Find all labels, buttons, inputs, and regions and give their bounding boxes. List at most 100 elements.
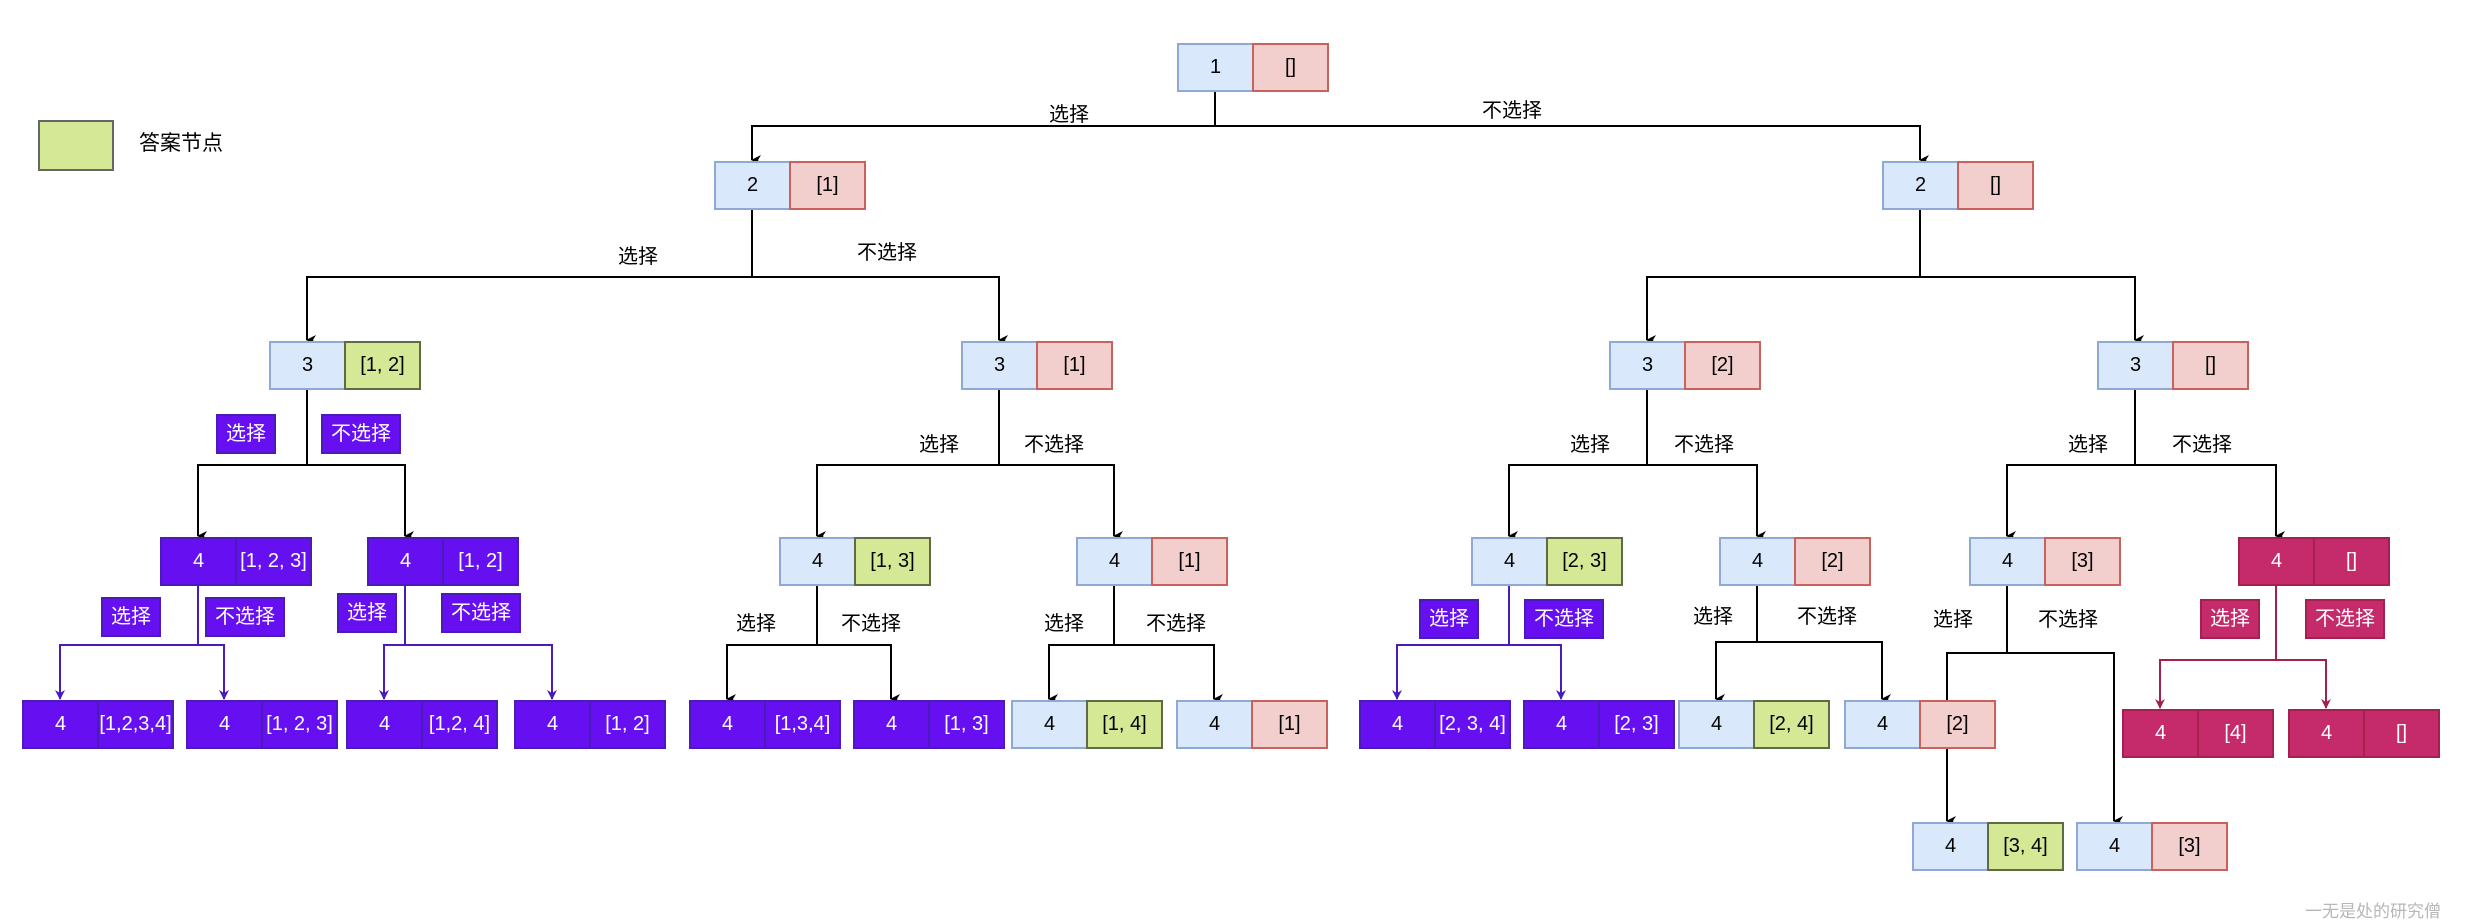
tree-node-pruned: 4[1, 3]	[853, 700, 1005, 749]
edge-label-not-select: 不选择	[1024, 434, 1084, 456]
tree-node: 3[]	[2097, 341, 2249, 390]
node-index: 4	[779, 537, 856, 586]
tree-node: 3[2]	[1609, 341, 1761, 390]
edge-tag-not-select: 不选择	[441, 593, 521, 633]
edge-label-not-select: 不选择	[1797, 606, 1857, 628]
node-path: [1,2,3,4]	[97, 700, 174, 749]
edge-select	[1946, 652, 2007, 826]
tree-node: 1[]	[1177, 43, 1329, 92]
tree-node-pruned: 4[1,2, 4]	[346, 700, 498, 749]
edge-not-select	[999, 464, 1123, 541]
tree-node: 4[3]	[1969, 537, 2121, 586]
edge-label-not-select: 不选择	[2038, 609, 2098, 631]
edge-tag-not-select: 不选择	[321, 414, 401, 454]
node-index: 4	[1471, 537, 1548, 586]
node-index: 4	[1912, 822, 1989, 871]
node-index: 4	[367, 537, 444, 586]
edge-label-select: 选择	[1933, 609, 1973, 631]
node-index: 4	[514, 700, 591, 749]
node-index: 3	[961, 341, 1038, 390]
edge-select	[2155, 659, 2276, 709]
edge-tag-select: 选择	[2200, 599, 2260, 639]
tree-node-pruned: 4[1, 2, 3]	[160, 537, 312, 586]
node-index: 4	[22, 700, 99, 749]
node-index: 2	[714, 161, 791, 210]
node-path: [1, 2]	[589, 700, 666, 749]
edge-select	[55, 644, 198, 700]
edge-not-select	[1114, 644, 1223, 704]
edge-tag-select: 选择	[1419, 599, 1479, 639]
node-path: []	[2172, 341, 2249, 390]
edge-select	[2006, 464, 2135, 541]
tree-node: 4[3]	[2076, 822, 2228, 871]
tree-node-pruned: 4[1, 2, 3]	[186, 700, 338, 749]
node-path: [1, 2]	[442, 537, 519, 586]
node-index: 4	[1678, 700, 1755, 749]
edge-tag-select: 选择	[216, 414, 276, 454]
edge-tag-not-select: 不选择	[1524, 599, 1604, 639]
edge-select	[1646, 276, 1920, 345]
node-path: [2, 3, 4]	[1434, 700, 1511, 749]
edge-label-not-select: 不选择	[1674, 434, 1734, 456]
edge-label-select: 选择	[1044, 613, 1084, 635]
edge-select	[306, 276, 752, 345]
edge-not-select	[817, 644, 900, 704]
tree-node-pruned: 4[1,2,3,4]	[22, 700, 174, 749]
node-path: [2, 4]	[1753, 700, 1830, 749]
legend-answer-swatch	[38, 120, 114, 171]
tree-node: 3[1]	[961, 341, 1113, 390]
edge-not-select	[2135, 464, 2285, 541]
node-path: [1]	[1151, 537, 1228, 586]
edge-not-select	[307, 464, 414, 541]
node-path: [2, 3]	[1598, 700, 1675, 749]
edge-select	[816, 464, 999, 541]
node-path: [1]	[789, 161, 866, 210]
tree-node-pruned: 4[1, 2]	[367, 537, 519, 586]
edge-not-select	[198, 644, 229, 700]
node-path: []	[1252, 43, 1329, 92]
node-index: 4	[160, 537, 237, 586]
node-index: 4	[1523, 700, 1600, 749]
tree-node: 4[2]	[1844, 700, 1996, 749]
edge-label-not-select: 不选择	[2172, 434, 2232, 456]
edge-not-select	[1757, 641, 1891, 704]
node-path: [1, 4]	[1086, 700, 1163, 749]
node-index: 3	[269, 341, 346, 390]
edge-select	[1048, 644, 1114, 704]
tree-node: 4[1]	[1076, 537, 1228, 586]
node-path: [1, 2, 3]	[235, 537, 312, 586]
node-path: [3, 4]	[1987, 822, 2064, 871]
tree-node-pruned: 4[2, 3, 4]	[1359, 700, 1511, 749]
edge-label-not-select: 不选择	[841, 613, 901, 635]
node-index: 4	[346, 700, 423, 749]
edge-label-select: 选择	[736, 613, 776, 635]
tree-node-pruned: 4[1,3,4]	[689, 700, 841, 749]
edge-select	[379, 644, 405, 700]
node-path: [2]	[1684, 341, 1761, 390]
edge-select	[751, 125, 1215, 165]
edge-tag-not-select: 不选择	[205, 597, 285, 637]
tree-node-answer: 3[1, 2]	[269, 341, 421, 390]
tree-node-pruned: 4[]	[2238, 537, 2390, 586]
tree-node-answer: 4[1, 3]	[779, 537, 931, 586]
tree-node: 2[]	[1882, 161, 2034, 210]
node-index: 2	[1882, 161, 1959, 210]
node-index: 4	[1969, 537, 2046, 586]
edge-not-select	[405, 644, 557, 700]
edge-tag-select: 选择	[337, 593, 397, 633]
edge-select	[1508, 464, 1647, 541]
tree-node-answer: 4[2, 3]	[1471, 537, 1623, 586]
node-path: [1, 2]	[344, 341, 421, 390]
edge-not-select	[1215, 125, 1929, 165]
edge-label-select: 选择	[1049, 104, 1089, 126]
node-path: [2]	[1794, 537, 1871, 586]
watermark: 一无是处的研究僧	[2305, 902, 2441, 921]
node-path: [1,3,4]	[764, 700, 841, 749]
node-path: []	[1957, 161, 2034, 210]
node-index: 4	[689, 700, 766, 749]
edge-label-select: 选择	[618, 246, 658, 268]
node-path: [1,2, 4]	[421, 700, 498, 749]
tree-node: 4[1]	[1176, 700, 1328, 749]
